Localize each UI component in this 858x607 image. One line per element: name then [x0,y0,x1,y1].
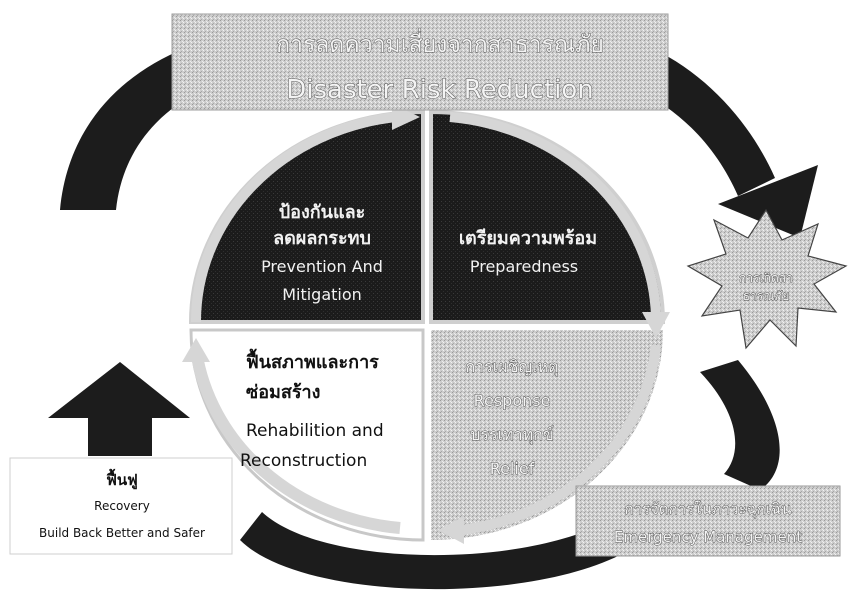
response-thai-line2: บรรเทาทุกข์ [470,425,554,445]
prevention-thai-line1: ป้องกันและ [279,202,366,223]
inner-cycle-arrow-icon [190,112,397,323]
prevention-thai-line2: ลดผลกระทบ [273,228,371,249]
disaster-event-line1: การเกิดสา [739,271,793,285]
recovery-box [9,457,233,555]
quadrant-response [431,330,663,540]
disaster-event-starburst-icon [686,208,848,350]
rehabilitation-english-line2: Reconstruction [240,451,367,471]
rehabilitation-thai-line2: ซ่อมสร้าง [246,382,320,403]
recovery-up-arrow-icon [48,362,190,456]
emergency-management-box [575,485,841,557]
preparedness-thai: เตรียมความพร้อม [459,228,597,249]
rehabilitation-thai-line1: ฟื้นสภาพและการ [246,348,380,373]
disaster-event-line2: ธารณภัย [743,289,790,303]
inner-arrowhead-bottom-icon [438,516,464,544]
recovery-english: Recovery [94,499,150,513]
preparedness-english: Preparedness [470,257,578,276]
recovery-thai: ฟื้นฟู [106,468,138,490]
prevention-english-line1: Prevention And [261,257,383,276]
rehabilitation-english-line1: Rehabilition and [246,421,384,441]
response-english-line2: Relief [490,459,535,478]
prevention-english-line2: Mitigation [282,285,362,304]
inner-arrowhead-right-icon [642,312,670,338]
outer-arrow-right-icon [700,360,780,490]
title-english: Disaster Risk Reduction [286,75,594,105]
outer-arrow-bottom-icon [240,512,620,590]
inner-cycle-arrow-right-icon [449,112,661,317]
response-thai-line1: การเผชิญเหตุ [465,357,558,377]
title-box [171,13,669,111]
inner-arrowhead-left-icon [182,338,210,362]
emergency-thai: การจัดการในภาวะฉุกเฉิน [625,500,792,519]
title-thai: การลดความเสี่ยงจากสาธารณภัย [276,28,604,58]
emergency-english: Emergency Management [614,528,802,546]
arrow-head-down-right-icon [718,165,818,238]
inner-cycle-arrow-response-icon [461,344,661,535]
inner-cycle-arrow-rehab-icon [190,349,401,534]
response-english-line1: Response [474,391,551,410]
recovery-slogan: Build Back Better and Safer [39,526,205,540]
